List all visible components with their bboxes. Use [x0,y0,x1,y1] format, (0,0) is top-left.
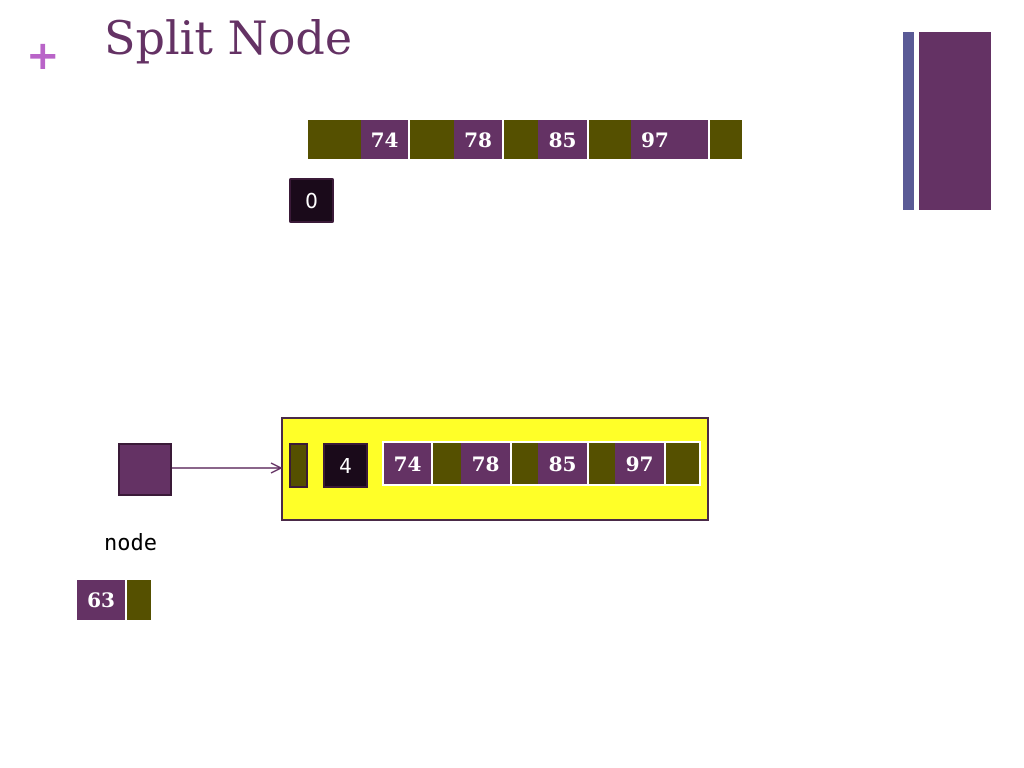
parent-pointer-cell [289,443,308,488]
pointer-cell [410,120,454,159]
highlighted-node-count: 4 [323,443,368,488]
pointer-cell [504,120,538,159]
node-pointer-square [118,443,172,496]
pointer-cell [589,120,631,159]
plus-icon: + [26,33,60,79]
pointer-cell [512,443,538,484]
key-cell: 74 [361,120,410,159]
key-cell: 78 [461,443,512,484]
pointer-cell [710,120,742,159]
pointer-cell [589,443,615,484]
key-cell: 85 [538,120,589,159]
pointer-cell [666,443,699,484]
key-cell: 78 [454,120,504,159]
pending-pointer-cell [127,580,151,620]
key-cell: 97 [615,443,666,484]
slide-title: Split Node [104,11,353,65]
node-label: node [104,531,157,556]
key-cell: 74 [384,443,433,484]
pointer-cell [433,443,461,484]
pending-key-cell: 63 [77,580,127,620]
pointer-cell [308,120,361,159]
top-node-count: 0 [289,178,334,223]
key-cell: 97 [631,120,710,159]
decorative-bar-thin [903,32,914,210]
key-cell: 85 [538,443,589,484]
decorative-bar-wide [919,32,991,210]
